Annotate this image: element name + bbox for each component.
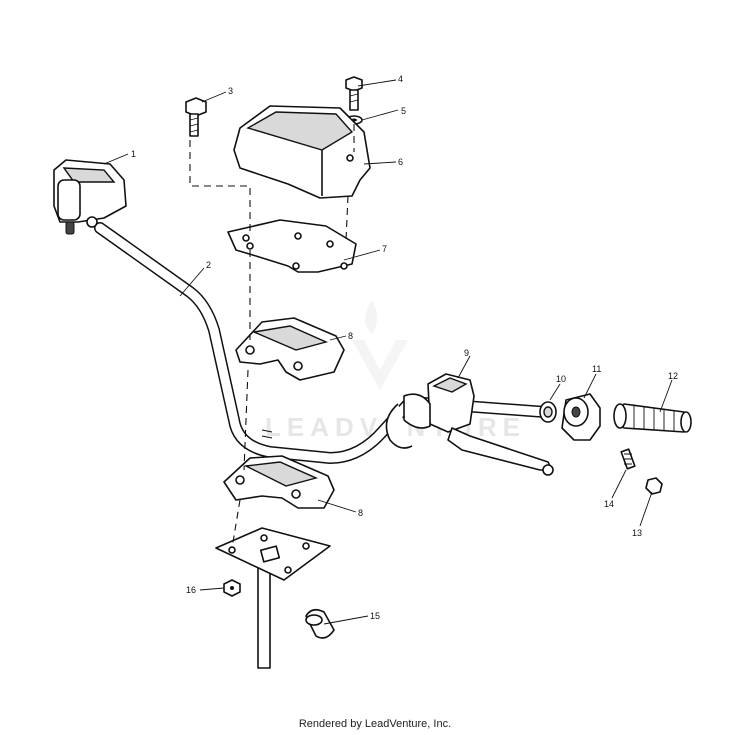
callout-6: 6 (398, 157, 403, 167)
callout-9: 9 (464, 348, 469, 358)
callout-3: 3 (228, 86, 233, 96)
adjuster-screw (620, 448, 636, 470)
hand-grip (613, 403, 692, 433)
callout-1: 1 (131, 149, 136, 159)
callout-16: 16 (186, 585, 196, 595)
callout-leaders (103, 79, 673, 625)
throttle-housing (561, 393, 601, 441)
bolt (185, 97, 207, 137)
footer-credit: Rendered by LeadVenture, Inc. (298, 718, 452, 730)
cap (645, 477, 663, 495)
callout-8-upper: 8 (348, 331, 353, 341)
switch-housing (53, 159, 127, 235)
callout-5: 5 (401, 106, 406, 116)
bolt (345, 76, 363, 111)
steering-column (257, 567, 271, 669)
handlebar-cover (233, 105, 371, 199)
callout-4: 4 (398, 74, 403, 84)
watermark-logo (352, 300, 408, 390)
callout-8-lower: 8 (358, 508, 363, 518)
callout-2: 2 (206, 260, 211, 270)
callout-11: 11 (592, 364, 601, 374)
handlebar-clamp-lower (223, 455, 335, 509)
mounting-plate (227, 219, 357, 273)
brake-master-cylinder (385, 373, 554, 476)
callout-15: 15 (370, 611, 380, 621)
throttle-collar (539, 401, 557, 423)
callout-7: 7 (382, 244, 387, 254)
callout-13: 13 (632, 528, 642, 538)
handlebar-clamp-upper (235, 317, 345, 381)
callout-10: 10 (556, 374, 566, 384)
callout-12: 12 (668, 371, 678, 381)
nut (223, 579, 241, 597)
column-mount-plate (215, 527, 331, 581)
cable-clip (305, 608, 335, 639)
callout-14: 14 (604, 499, 614, 509)
assembly-lines (189, 124, 355, 549)
